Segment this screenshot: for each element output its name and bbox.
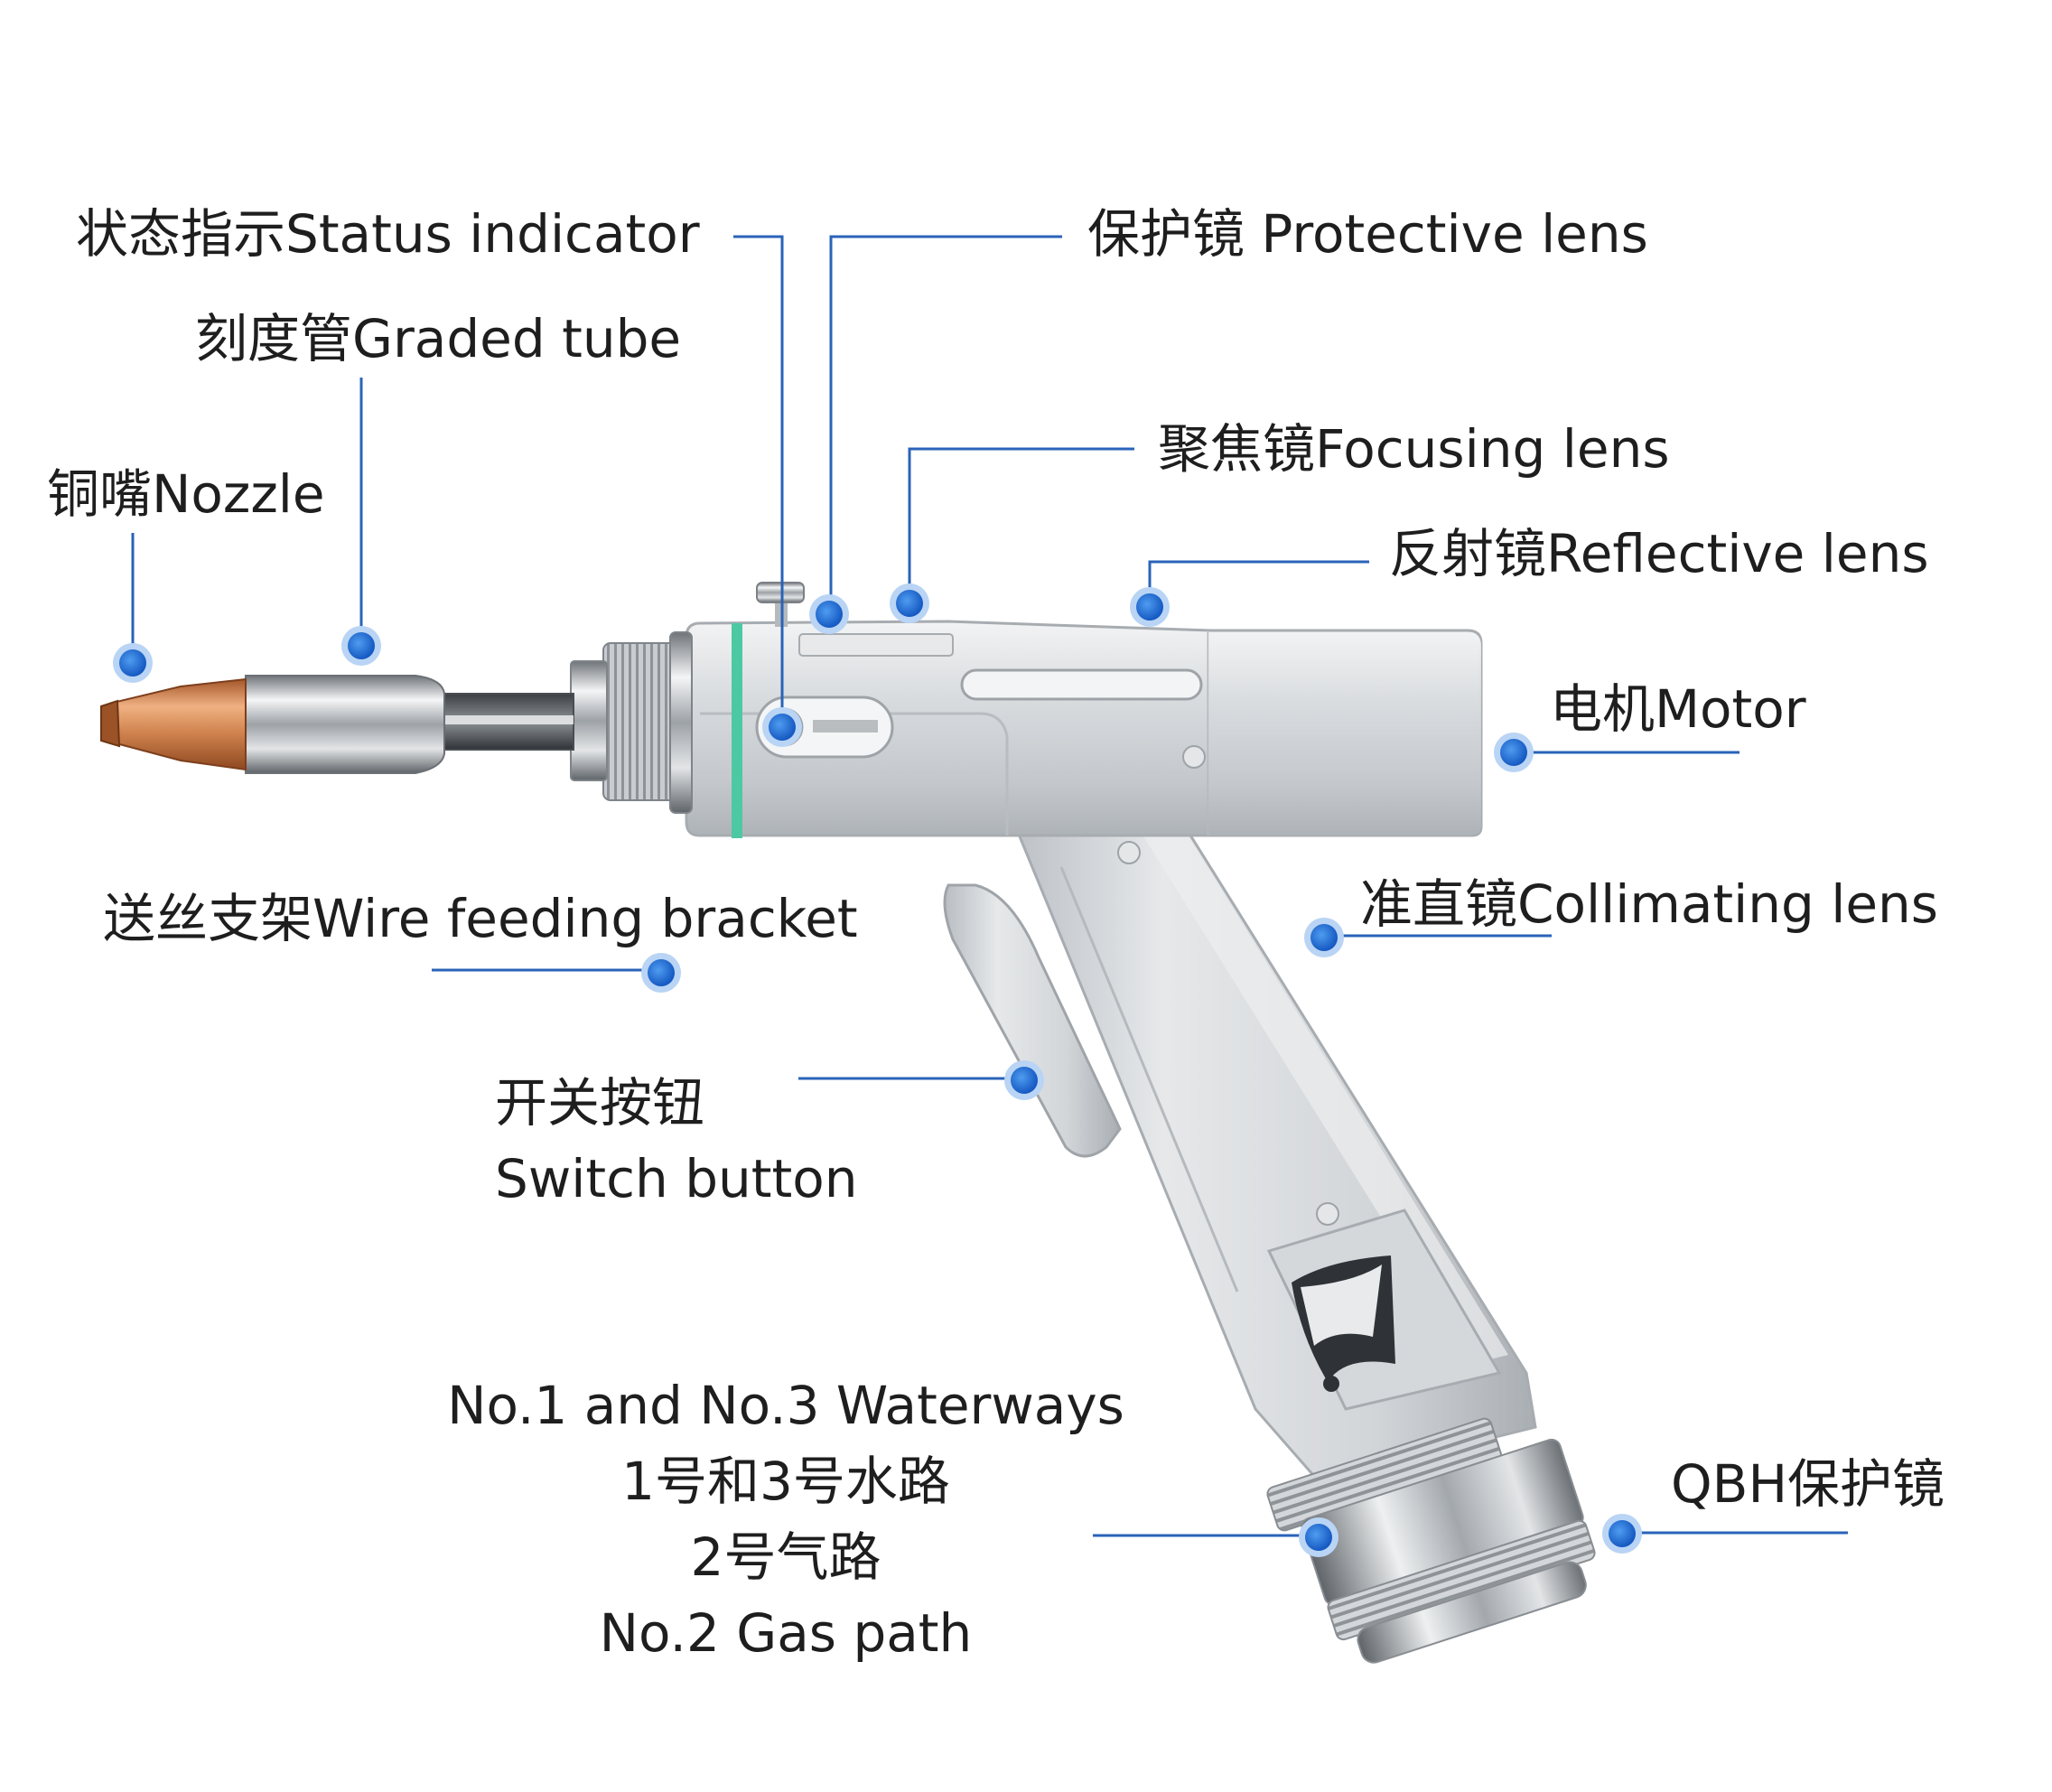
body-slot [960, 668, 1203, 701]
label-waterways-block: No.1 and No.3 Waterways 1号和3号水路 2号气路 No.… [379, 1367, 1192, 1671]
screw [1316, 1202, 1339, 1226]
screw [1182, 745, 1206, 769]
motor-block [1208, 632, 1481, 835]
leader-reflective-lens [1148, 560, 1369, 607]
label-motor: 电机Motor [1550, 678, 1806, 740]
label-focusing-lens: 聚焦镜Focusing lens [1158, 418, 1670, 480]
handle-screw [1323, 1376, 1339, 1392]
blue-dot-marker-icon [1304, 918, 1344, 957]
blue-dot-marker-icon [1004, 1060, 1044, 1100]
leader-status-indicator [733, 235, 784, 727]
blue-dot-marker-icon [1299, 1517, 1338, 1557]
label-waterways-line1: No.1 and No.3 Waterways [447, 1375, 1124, 1436]
handle-seam [1059, 866, 1239, 1293]
label-switch-button-en: Switch button [495, 1148, 858, 1209]
indicator-ring [732, 623, 742, 838]
label-switch-button-cn: 开关按钮 [495, 1072, 705, 1134]
label-reflective-lens: 反射镜Reflective lens [1389, 523, 1929, 584]
leader-protective-lens [829, 235, 1062, 614]
label-nozzle: 铜嘴Nozzle [47, 463, 325, 525]
label-status-indicator: 状态指示Status indicator [76, 203, 700, 265]
welding-gun-illustration [100, 582, 1596, 1664]
blue-dot-marker-icon [809, 594, 849, 634]
screw [1117, 841, 1141, 864]
label-waterways-line4: No.2 Gas path [599, 1602, 973, 1664]
blue-dot-marker-icon [341, 626, 381, 666]
blue-dot-marker-icon [1602, 1514, 1642, 1554]
top-knob-cap [756, 582, 805, 603]
label-qbh-protective-lens: QBH保护镜 [1671, 1453, 1945, 1515]
blue-dot-marker-icon [1494, 733, 1534, 772]
label-wire-feeding-bracket: 送丝支架Wire feeding bracket [103, 888, 858, 949]
markers [113, 583, 1642, 1557]
lens-housing [798, 633, 954, 657]
blue-dot-marker-icon [762, 707, 802, 747]
blue-dot-marker-icon [890, 583, 929, 623]
blue-dot-marker-icon [641, 953, 681, 993]
chrome-sleeve [245, 675, 445, 774]
switch-button-shape [943, 883, 1122, 1158]
qbh-connector [1266, 1417, 1596, 1664]
leader-lines [131, 235, 1848, 1537]
blue-dot-marker-icon [113, 643, 153, 683]
label-graded-tube: 刻度管Graded tube [195, 308, 682, 369]
label-protective-lens: 保护镜 Protective lens [1087, 203, 1648, 265]
label-waterways-line2: 1号和3号水路 [621, 1451, 950, 1512]
hex-nut [570, 660, 608, 781]
leader-focusing-lens [908, 447, 1134, 603]
blue-dot-marker-icon [1130, 587, 1170, 627]
label-collimating-lens: 准直镜Collimating lens [1360, 873, 1939, 935]
label-waterways-line3: 2号气路 [690, 1526, 881, 1588]
front-collar-ring [669, 631, 693, 814]
copper-nozzle-shape [112, 677, 247, 771]
